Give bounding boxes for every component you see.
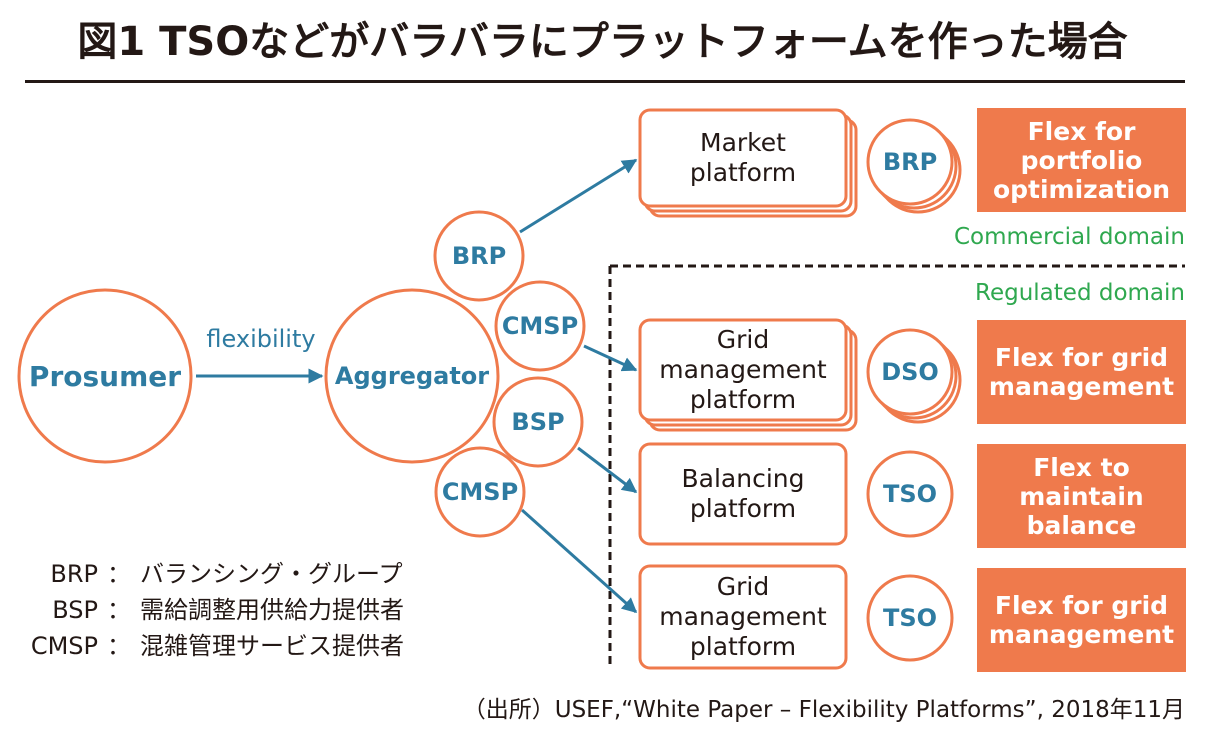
tso-operator-label-grid: TSO — [882, 604, 938, 632]
grid-platform-dso-label: Grid management platform — [659, 325, 827, 414]
title-rule — [25, 80, 1185, 83]
grid-platform-tso-label: Grid management platform — [659, 572, 827, 661]
commercial-domain-label: Commercial domain — [953, 224, 1185, 250]
prosumer-label: Prosumer — [28, 359, 182, 393]
grid-management-platform-tso-box — [638, 564, 848, 670]
arrow-bsp-balancing — [577, 446, 638, 494]
flex-grid-management-tso-box: Flex for grid management — [977, 568, 1186, 672]
cmsp-role-circle-upper — [494, 280, 586, 372]
arrow-brp-market — [519, 158, 638, 234]
dso-operator-label: DSO — [881, 358, 939, 386]
balancing-platform-box — [638, 442, 848, 546]
brp-role-label: BRP — [451, 242, 507, 270]
flex-maintain-balance-box: Flex to maintain balance — [977, 444, 1186, 548]
arrow-cmsp-grid-tso — [520, 508, 638, 614]
market-platform-box — [638, 108, 848, 208]
legend-item-brp: BRP：バランシング・グループ — [50, 560, 403, 588]
grid-management-platform-dso-box — [638, 318, 848, 422]
regulated-domain-label: Regulated domain — [975, 280, 1185, 306]
arrow-cmsp-grid-dso — [583, 344, 638, 372]
bsp-role-circle — [492, 376, 584, 468]
flex-grid-management-dso-box: Flex for grid management — [977, 320, 1186, 424]
balancing-platform-label: Balancing platform — [681, 464, 805, 523]
aggregator-circle — [324, 288, 500, 464]
legend-item-cmsp: CMSP：混雑管理サービス提供者 — [30, 632, 404, 660]
dso-operator-circle — [866, 328, 954, 416]
tso-operator-circle-balancing — [866, 450, 954, 538]
brp-operator-label: BRP — [882, 148, 938, 176]
aggregator-label: Aggregator — [334, 362, 490, 390]
prosumer-circle — [17, 288, 193, 464]
brp-role-circle — [433, 210, 525, 302]
flexibility-flow-label: flexibility — [206, 325, 316, 353]
source-note: （出所）USEF,“White Paper – Flexibility Plat… — [462, 697, 1185, 723]
cmsp-role-label-upper: CMSP — [501, 312, 579, 340]
cmsp-role-circle-lower — [434, 446, 526, 538]
market-platform-label: Market platform — [689, 128, 797, 187]
cmsp-role-label-lower: CMSP — [441, 478, 519, 506]
legend-item-bsp: BSP：需給調整用供給力提供者 — [52, 596, 404, 624]
bsp-role-label: BSP — [511, 408, 565, 436]
legend: BRP：バランシング・グループ BSP：需給調整用供給力提供者 CMSP：混雑管… — [12, 556, 404, 664]
flex-portfolio-optimization-box: Flex for portfolio optimization — [977, 108, 1186, 212]
figure-title: 図1 TSOなどがバラバラにプラットフォームを作った場合 — [77, 19, 1128, 65]
tso-operator-circle-grid — [866, 574, 954, 662]
brp-operator-circle — [866, 118, 954, 206]
tso-operator-label-balancing: TSO — [882, 480, 938, 508]
